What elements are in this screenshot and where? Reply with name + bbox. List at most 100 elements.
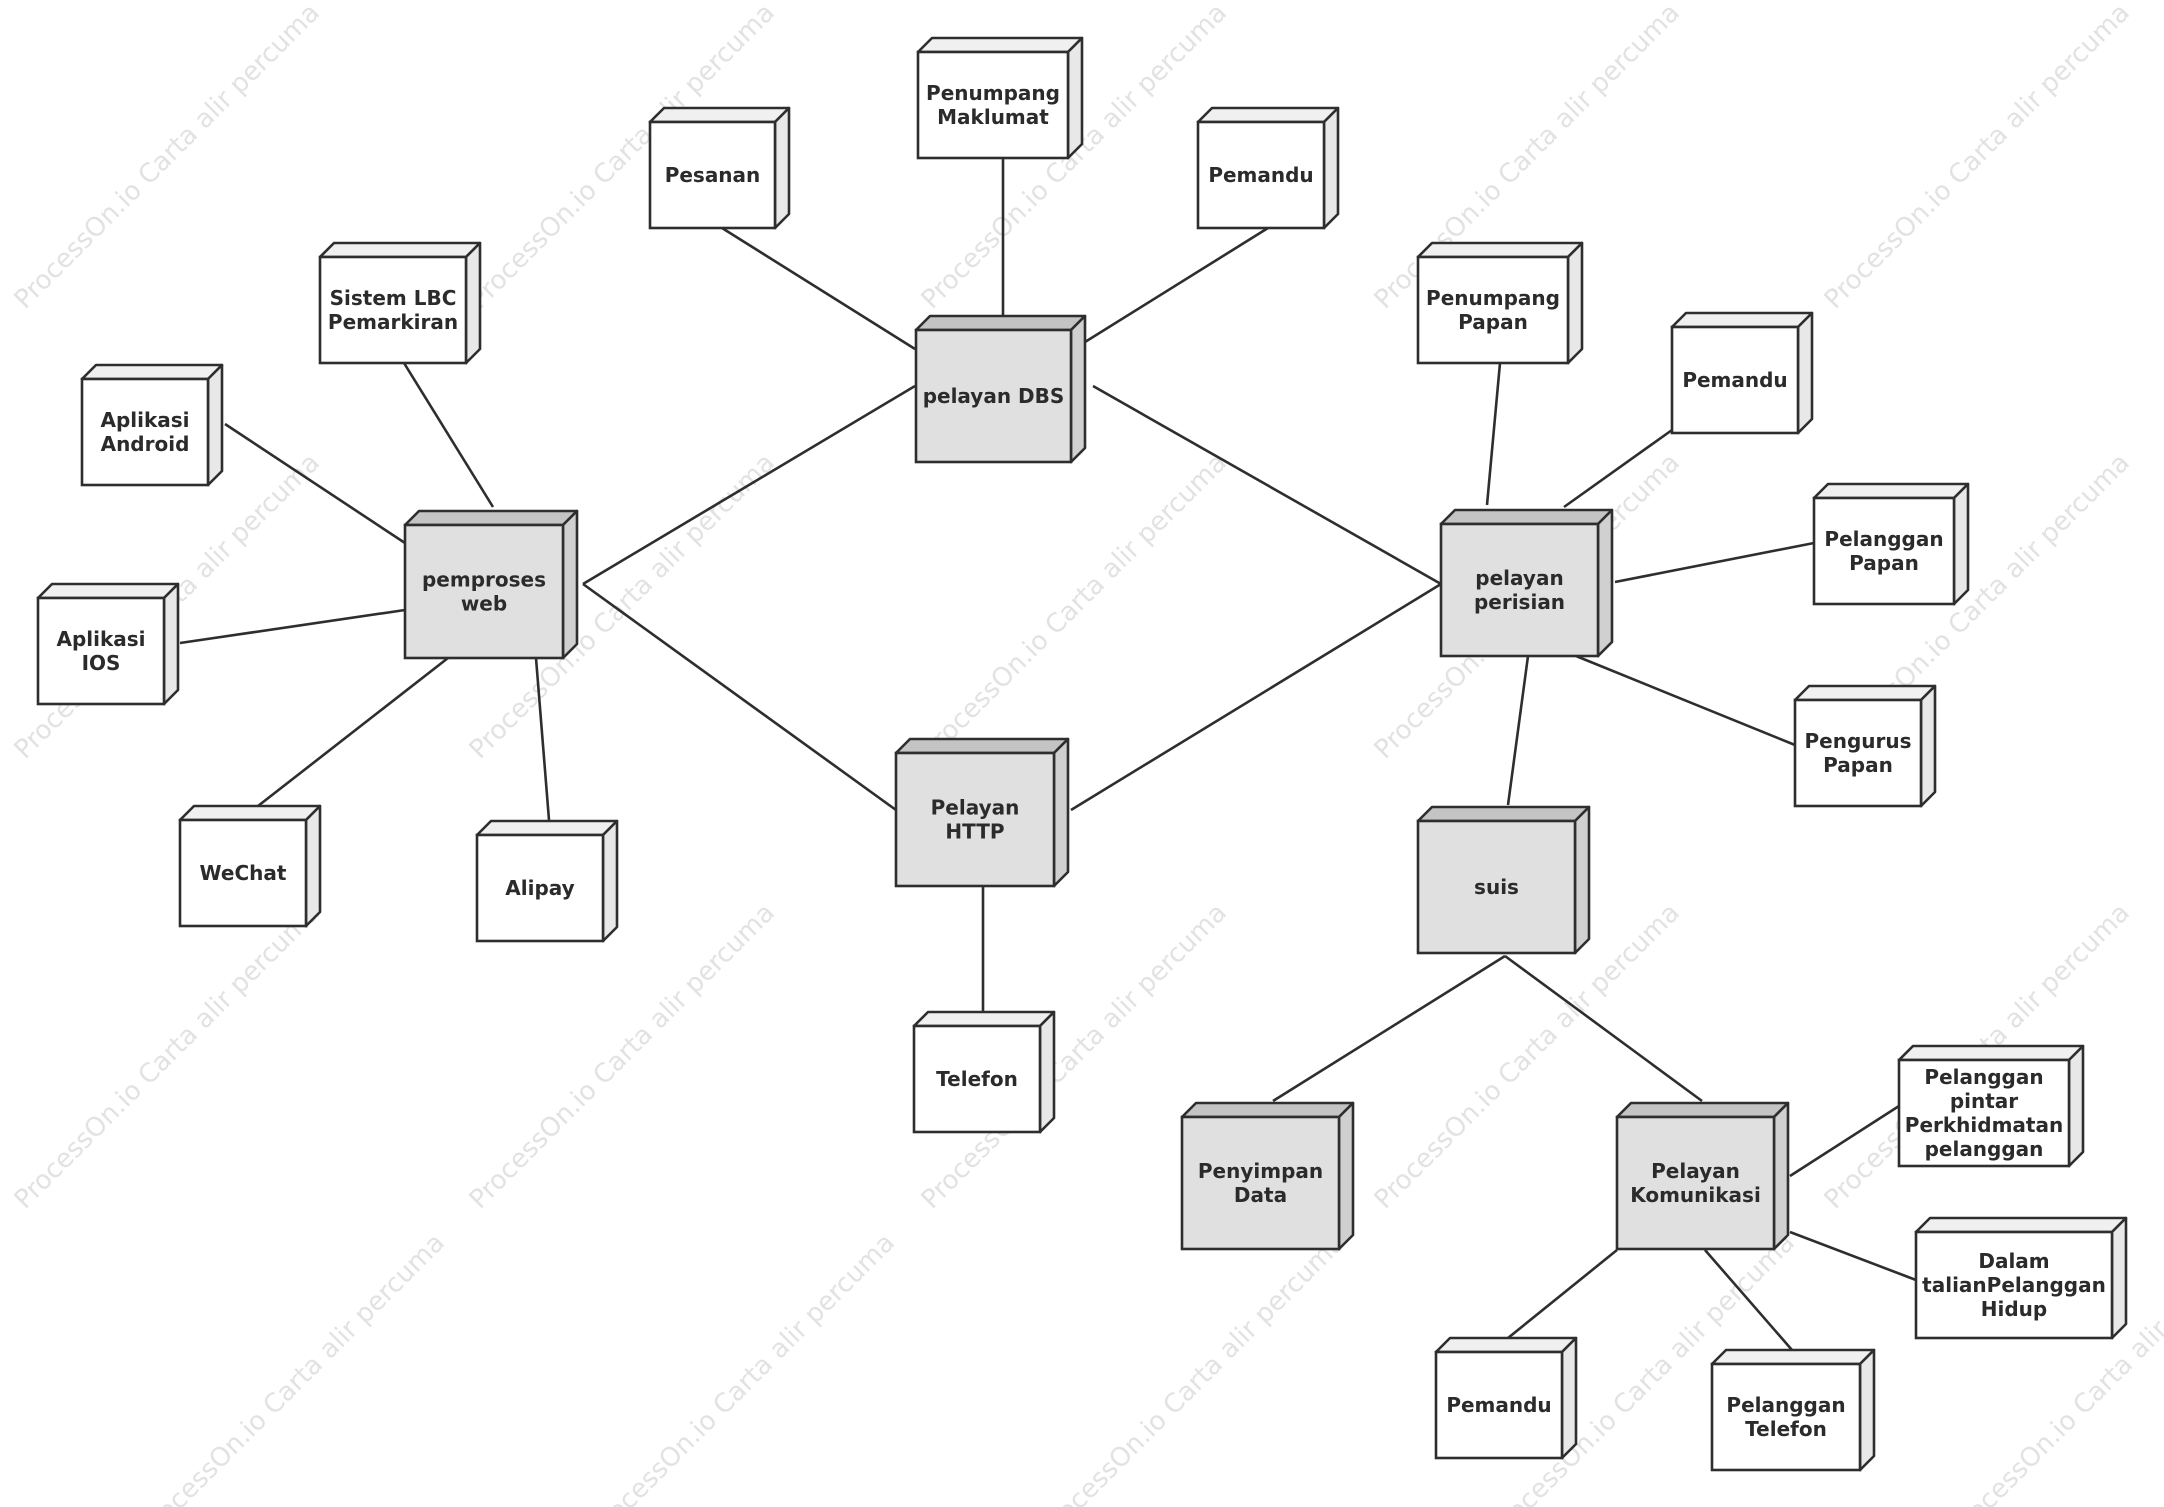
- node-label-line: Papan: [1849, 551, 1919, 575]
- node-side-face: [1952, 482, 1970, 606]
- node-top-face: [1710, 1348, 1876, 1366]
- node-alipay[interactable]: Alipay: [475, 819, 619, 943]
- node-pemandu-right[interactable]: Pemandu: [1670, 311, 1814, 435]
- connection-line: [721, 226, 916, 351]
- node-front-face: [178, 818, 308, 928]
- node-top-face: [1416, 241, 1584, 259]
- node-side-face: [601, 819, 619, 943]
- node-front-face: [1812, 496, 1956, 606]
- node-label-line: Hidup: [1981, 1297, 2047, 1321]
- node-pesanan[interactable]: Pesanan: [648, 106, 791, 230]
- node-front-face: [1615, 1115, 1776, 1251]
- connection-line: [582, 384, 916, 586]
- node-side-face: [1052, 737, 1070, 888]
- node-side-face: [1566, 241, 1584, 365]
- node-label: Telefon: [936, 1067, 1018, 1091]
- node-telefon[interactable]: Telefon: [912, 1010, 1056, 1134]
- connection-line: [1614, 541, 1815, 584]
- node-label-line: Telefon: [936, 1067, 1018, 1091]
- node-label: Pemandu: [1208, 163, 1313, 187]
- node-top-face: [1434, 1336, 1578, 1354]
- node-label-line: Pemarkiran: [328, 310, 458, 334]
- node-front-face: [1914, 1230, 2114, 1340]
- node-label-line: suis: [1474, 875, 1519, 899]
- node-label-line: perisian: [1474, 590, 1565, 614]
- node-front-face: [1710, 1362, 1862, 1472]
- node-top-face: [36, 582, 180, 600]
- connection-line: [1575, 654, 1796, 747]
- node-front-face: [914, 328, 1073, 464]
- node-pemandu-top[interactable]: Pemandu: [1196, 106, 1340, 230]
- connection-line: [1506, 655, 1530, 806]
- connection-layer: [179, 158, 1917, 1351]
- node-top-face: [318, 241, 482, 259]
- node-pelayan-dbs[interactable]: pelayan DBS: [914, 314, 1087, 464]
- connection-line: [582, 582, 897, 812]
- node-suis[interactable]: suis: [1416, 805, 1591, 955]
- node-label-line: Papan: [1458, 310, 1528, 334]
- node-side-face: [1772, 1101, 1790, 1251]
- node-label: Pemandu: [1446, 1393, 1551, 1417]
- node-side-face: [2110, 1216, 2128, 1340]
- node-side-face: [1322, 106, 1340, 230]
- connection-line: [1084, 226, 1269, 344]
- node-pemandu-bottom[interactable]: Pemandu: [1434, 1336, 1578, 1460]
- node-label-line: Aplikasi: [56, 627, 145, 651]
- node-wechat[interactable]: WeChat: [178, 804, 322, 928]
- node-label-line: Telefon: [1745, 1417, 1827, 1441]
- node-label-line: Perkhidmatan: [1905, 1113, 2063, 1137]
- node-side-face: [2067, 1044, 2085, 1168]
- node-top-face: [912, 1010, 1056, 1028]
- node-label: Pemandu: [1682, 368, 1787, 392]
- connection-line: [1272, 954, 1506, 1103]
- node-top-face: [475, 819, 619, 837]
- node-side-face: [1066, 36, 1084, 160]
- node-label-line: Papan: [1823, 753, 1893, 777]
- node-label-line: Pemandu: [1682, 368, 1787, 392]
- connection-line: [224, 422, 406, 545]
- connection-line: [1563, 428, 1673, 509]
- watermark-text: ProcessOn.io Carta alir percuma: [464, 898, 781, 1215]
- node-label-line: web: [461, 592, 507, 616]
- node-front-face: [36, 596, 166, 706]
- node-side-face: [1038, 1010, 1056, 1134]
- node-label-line: pelayan DBS: [923, 384, 1065, 408]
- node-label-line: IOS: [82, 651, 121, 675]
- node-top-face: [914, 314, 1087, 332]
- node-side-face: [206, 363, 224, 487]
- node-label-line: pelayan: [1475, 566, 1563, 590]
- node-label-line: Pemandu: [1446, 1393, 1551, 1417]
- connection-line: [1789, 1104, 1900, 1178]
- connection-line: [1789, 1230, 1917, 1282]
- node-side-face: [773, 106, 791, 230]
- node-top-face: [1670, 311, 1814, 329]
- node-label-line: Pelanggan: [1726, 1393, 1845, 1417]
- node-front-face: [1416, 255, 1570, 365]
- node-top-face: [1812, 482, 1970, 500]
- node-front-face: [912, 1024, 1042, 1134]
- watermark-text: ProcessOn.io Carta alir percuma: [134, 1228, 451, 1507]
